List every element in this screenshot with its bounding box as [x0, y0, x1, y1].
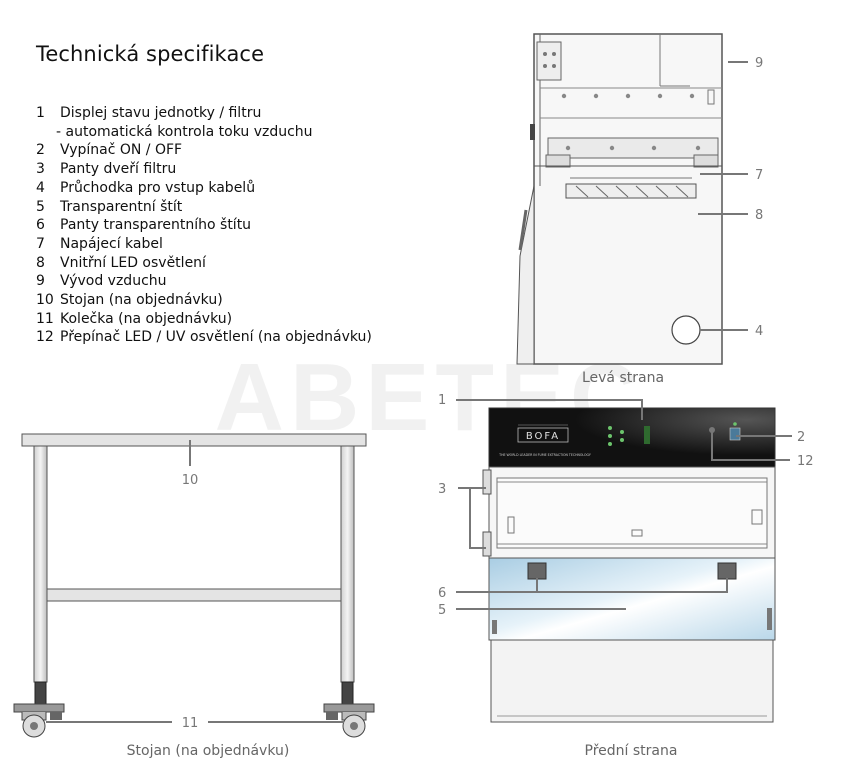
- callout-9: 9: [755, 56, 763, 71]
- callout-1: 1: [438, 393, 446, 408]
- side-fan-box: [536, 41, 562, 81]
- front-control-panel: [488, 407, 776, 468]
- cable-gland: [671, 315, 701, 345]
- filter-hinge-bottom: [482, 531, 492, 557]
- stand-caption: Stojan (na objednávku): [127, 743, 290, 759]
- callout-12: 12: [797, 454, 814, 469]
- side-hinge-bar: [547, 137, 719, 159]
- callout-11: 11: [182, 716, 199, 731]
- status-display: [608, 426, 650, 446]
- stand-leg-left: [33, 445, 48, 683]
- page-title: Technická specifikace: [36, 42, 265, 66]
- spec-item-1-note: - automatická kontrola toku vzduchu: [56, 123, 313, 140]
- callout-7: 7: [755, 168, 763, 183]
- callouts-stand: [46, 440, 344, 723]
- callout-8: 8: [755, 208, 763, 223]
- filter-hinge-top: [482, 469, 492, 495]
- stand-crossbar: [46, 588, 342, 602]
- front-view: BOFA THE WORLD LEADER IN FUME EXTRACTION…: [482, 407, 776, 723]
- left-side-caption: Levá strana: [582, 370, 664, 386]
- front-lower-cabinet: [490, 639, 774, 723]
- stand-leg-right: [340, 445, 355, 683]
- side-cabinet: [533, 33, 723, 365]
- bofa-logo-text: BOFA: [526, 431, 560, 442]
- bofa-tagline: THE WORLD LEADER IN FUME EXTRACTION TECH…: [498, 453, 591, 457]
- on-off-switch: [729, 427, 741, 441]
- callouts-left-side: [698, 61, 748, 331]
- stand-view: [13, 433, 375, 738]
- callouts-front: [456, 399, 792, 610]
- left-side-view: [516, 33, 723, 365]
- callout-5: 5: [438, 603, 446, 618]
- stand-top: [21, 433, 367, 447]
- callout-10: 10: [182, 473, 199, 488]
- shield-hinge-left: [527, 562, 547, 580]
- side-led-bar: [565, 183, 697, 199]
- castor-right: [323, 703, 375, 738]
- callout-3: 3: [438, 482, 446, 497]
- callout-6: 6: [438, 586, 446, 601]
- side-screw-row-1: [561, 93, 695, 99]
- callout-2: 2: [797, 430, 805, 445]
- castor-left: [13, 703, 65, 738]
- shield-hinge-right: [717, 562, 737, 580]
- callout-4: 4: [755, 324, 763, 339]
- bofa-logo: [517, 427, 569, 443]
- front-caption: Přední strana: [585, 743, 678, 759]
